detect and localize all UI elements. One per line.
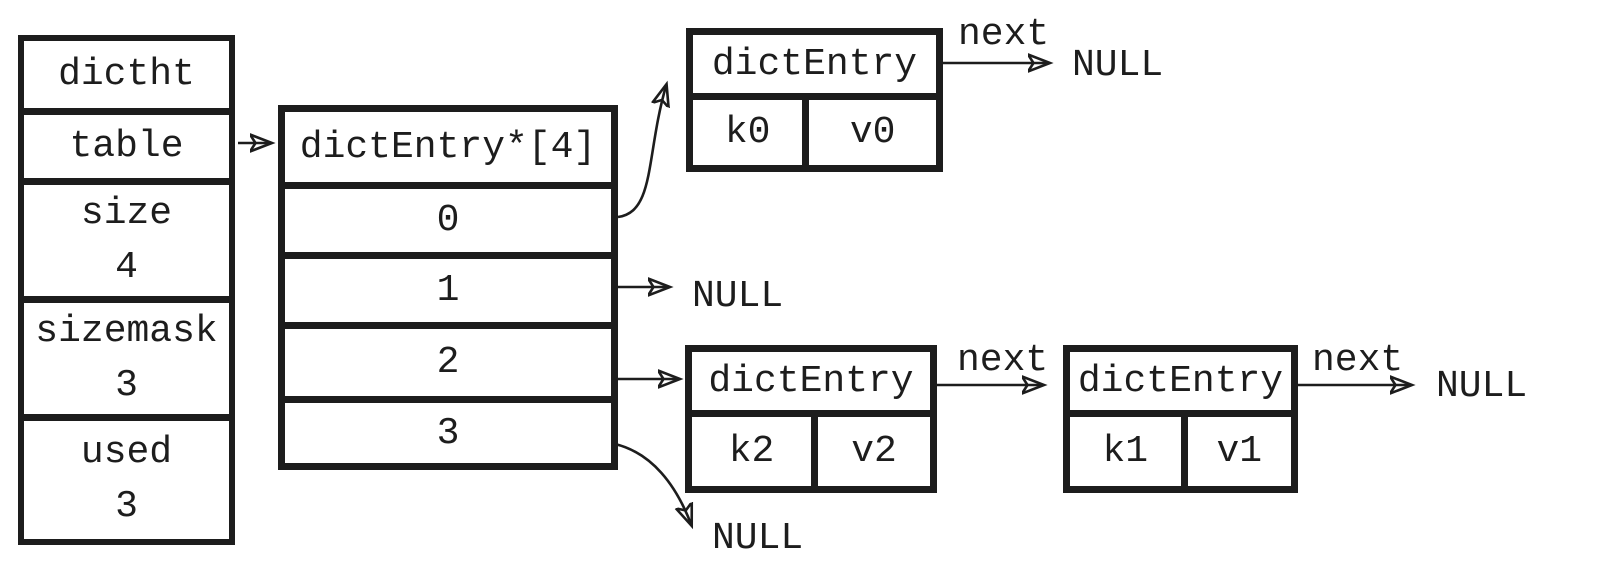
dict-entry-k0-key: k0 <box>724 111 771 154</box>
dict-entry-k2-box: dictEntry k2 v2 <box>685 345 937 493</box>
dict-entry-k2-key: k2 <box>728 430 775 473</box>
null-label-after-k0: NULL <box>1072 44 1164 87</box>
dict-entry-k2-value: v2 <box>811 417 930 486</box>
field-sizemask-label: sizemask <box>35 309 218 353</box>
bucket-slot-1: 1 <box>285 252 611 322</box>
field-used-label: used <box>80 431 173 475</box>
dict-entry-k1-key: k1 <box>1102 430 1149 473</box>
field-used-value: 3 <box>115 485 138 528</box>
field-size-value: 4 <box>115 245 138 289</box>
dictht-field-size: size 4 <box>24 178 229 296</box>
bucket-array-box: dictEntry*[4] 0 1 2 3 <box>278 105 618 470</box>
dict-entry-k0-kv-row: k0 v0 <box>693 100 936 165</box>
arrow-slot0-to-entry-k0 <box>617 86 666 219</box>
dict-entry-k2-kv-row: k2 v2 <box>692 417 930 486</box>
dictht-field-table: table <box>24 108 229 178</box>
null-label-slot3: NULL <box>712 517 804 560</box>
dictht-field-used: used 3 <box>24 414 229 539</box>
dict-entry-k0-title: dictEntry <box>693 35 936 100</box>
field-table-label: table <box>69 124 184 168</box>
next-label-k1: next <box>1312 339 1404 382</box>
next-label-k2: next <box>957 339 1049 382</box>
dict-entry-k1-box: dictEntry k1 v1 <box>1063 345 1298 493</box>
dictht-title: dictht <box>58 52 195 96</box>
dictht-struct-box: dictht table size 4 sizemask 3 used 3 <box>18 35 235 545</box>
dict-entry-k2-title: dictEntry <box>692 352 930 417</box>
dict-entry-k0-value: v0 <box>802 100 936 165</box>
field-sizemask-value: 3 <box>115 363 138 407</box>
null-label-slot1: NULL <box>692 275 784 318</box>
bucket-slot-2: 2 <box>285 322 611 396</box>
bucket-array-header: dictEntry*[4] <box>299 125 597 169</box>
arrow-slot3-to-null <box>614 442 691 524</box>
next-label-k0: next <box>958 13 1050 56</box>
bucket-slot-0: 0 <box>285 182 611 252</box>
dictht-field-sizemask: sizemask 3 <box>24 296 229 414</box>
dict-entry-k1-title: dictEntry <box>1070 352 1291 417</box>
field-size-label: size <box>80 191 173 235</box>
dict-entry-k1-value: v1 <box>1180 417 1292 486</box>
bucket-slot-3: 3 <box>285 396 611 463</box>
dict-entry-k1-kv-row: k1 v1 <box>1070 417 1291 486</box>
null-label-after-k1: NULL <box>1436 365 1528 408</box>
dict-entry-k0-box: dictEntry k0 v0 <box>686 28 943 172</box>
